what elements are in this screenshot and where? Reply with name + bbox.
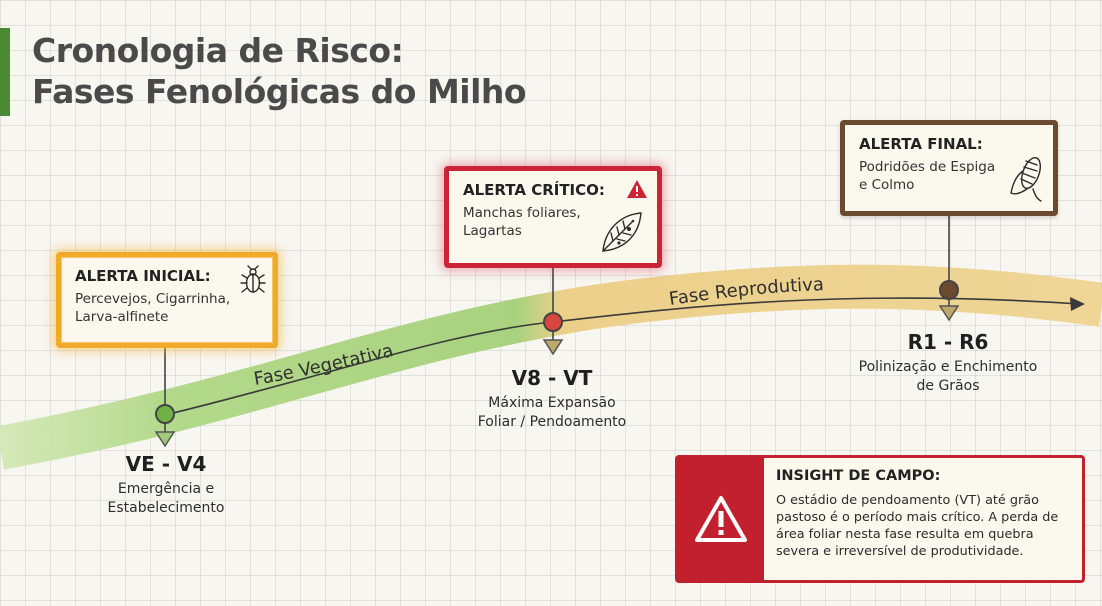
- page-title: Cronologia de Risco: Fases Fenológicas d…: [32, 30, 527, 112]
- alert-critical-line-2: Lagartas: [463, 223, 522, 239]
- alert-final-line-1: Podridões de Espiga: [859, 159, 996, 175]
- phase-ve-label: VE - V4 Emergência e Estabelecimento: [86, 452, 246, 518]
- marker-ve: [154, 404, 176, 448]
- alert-initial-title: ALERTA INICIAL:: [75, 267, 211, 285]
- phase-v8-desc-line-2: Foliar / Pendoamento: [477, 414, 627, 430]
- alert-initial-line-2: Larva-alfinete: [75, 309, 169, 325]
- leaf-spot-icon: [602, 212, 642, 252]
- insight-text-line-4: severa e irreversível de produtividade.: [776, 544, 1024, 559]
- phase-ve-code: VE - V4: [125, 452, 207, 476]
- corn-cob-icon: [1010, 157, 1042, 202]
- timeline-arrowhead: [1070, 297, 1085, 311]
- insight-box: INSIGHT DE CAMPO: O estádio de pendoamen…: [675, 455, 1085, 583]
- alert-critical-line-1: Manchas foliares,: [463, 205, 581, 221]
- phase-v8-desc-line-1: Máxima Expansão: [488, 395, 616, 411]
- phase-ve-desc-line-2: Estabelecimento: [107, 500, 225, 516]
- warning-icon: [695, 496, 747, 542]
- warning-icon: [627, 180, 647, 198]
- insight-icon-panel: [678, 458, 764, 580]
- phase-r1-label: R1 - R6 Polinização e Enchimento de Grão…: [840, 330, 1056, 396]
- marker-r1: [938, 280, 960, 322]
- insight-text-line-2: pastoso é o período mais crítico. A perd…: [776, 510, 1059, 525]
- phase-r1-code: R1 - R6: [907, 330, 989, 354]
- alert-critical-card: ALERTA CRÍTICO: Manchas foliares, Lagart…: [444, 166, 662, 268]
- page-title-line-2: Fases Fenológicas do Milho: [32, 72, 527, 111]
- alert-final-card: ALERTA FINAL: Podridões de Espiga e Colm…: [840, 120, 1058, 216]
- phase-r1-desc-line-1: Polinização e Enchimento: [858, 359, 1038, 375]
- title-accent-bar: [0, 28, 10, 116]
- phase-ve-desc-line-1: Emergência e: [117, 481, 215, 497]
- page-title-line-1: Cronologia de Risco:: [32, 31, 404, 70]
- phase-v8-code: V8 - VT: [511, 366, 593, 390]
- alert-initial-card: ALERTA INICIAL: Percevejos, Cigarrinha, …: [56, 252, 278, 348]
- insight-title: INSIGHT DE CAMPO:: [776, 468, 941, 484]
- marker-v8: [542, 312, 564, 356]
- alert-final-line-2: e Colmo: [859, 177, 915, 193]
- alert-final-title: ALERTA FINAL:: [859, 135, 983, 153]
- beetle-icon: [240, 265, 266, 293]
- phase-v8-label: V8 - VT Máxima Expansão Foliar / Pendoam…: [462, 366, 642, 432]
- alert-initial-line-1: Percevejos, Cigarrinha,: [75, 291, 231, 307]
- phase-r1-desc-line-2: de Grãos: [916, 378, 980, 394]
- insight-body: INSIGHT DE CAMPO: O estádio de pendoamen…: [764, 458, 1082, 580]
- alert-critical-title: ALERTA CRÍTICO:: [463, 181, 605, 199]
- insight-text-line-1: O estádio de pendoamento (VT) até grão: [776, 493, 1039, 508]
- insight-text-line-3: área foliar nesta fase resulta em quebra: [776, 527, 1034, 542]
